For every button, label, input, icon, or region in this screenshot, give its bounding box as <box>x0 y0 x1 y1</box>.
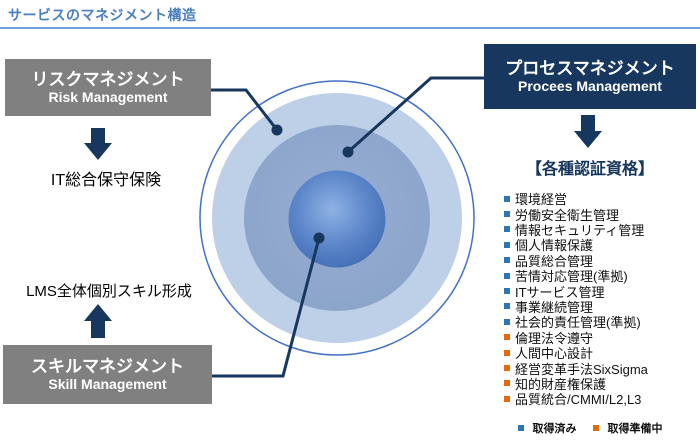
list-item: 事業継続管理 <box>504 299 648 315</box>
status-bullet-icon <box>504 288 510 295</box>
list-item-label: 経営変革手法SixSigma <box>515 361 648 377</box>
status-legend: 取得済み 取得準備中 <box>484 420 696 436</box>
up-arrow-icon <box>84 304 112 338</box>
status-bullet-icon <box>504 211 510 218</box>
list-item: 情報セキュリティ管理 <box>504 222 648 238</box>
list-item: 品質総合管理 <box>504 253 648 269</box>
arrow-shaft <box>581 115 595 132</box>
arrow-head <box>84 143 112 160</box>
arrow-shaft <box>91 128 105 144</box>
list-item-label: 労働安全衛生管理 <box>515 207 620 223</box>
acquired-bullet-icon <box>517 425 524 431</box>
arrow-head <box>84 304 112 321</box>
list-item: ITサービス管理 <box>504 283 648 300</box>
list-item: 人間中心設計 <box>504 345 648 362</box>
status-bullet-icon <box>504 334 510 341</box>
list-item-label: 苦情対応管理(準拠) <box>515 269 628 285</box>
certifications-heading: 【各種認証資格】 <box>525 161 654 178</box>
risk-junction-dot <box>271 124 283 136</box>
list-item: 苦情対応管理(準拠) <box>504 268 648 285</box>
skill-connector-line <box>212 237 321 378</box>
arrow-head <box>574 131 602 148</box>
status-bullet-icon <box>504 303 510 310</box>
status-bullet-icon <box>504 395 510 402</box>
list-item: 知的財産権保護 <box>504 376 648 392</box>
legend-item-preparing: 取得準備中 <box>592 420 663 436</box>
list-item: 倫理法令遵守 <box>504 330 648 346</box>
status-bullet-icon <box>504 272 510 279</box>
status-bullet-icon <box>504 318 510 325</box>
risk-outcome-label: IT総合保守保険 <box>50 172 162 189</box>
risk-title-ja: リスクマネジメント <box>31 70 185 90</box>
risk-title-en: Risk Management <box>48 89 168 106</box>
process-junction-dot <box>342 146 354 158</box>
skill-junction-dot <box>313 232 325 244</box>
list-item-label: ITサービス管理 <box>515 284 605 300</box>
list-item: 品質統合/CMMI/L2,L3 <box>504 391 648 408</box>
skill-outcome-label: LMS全体個別スキル形成 <box>26 283 192 300</box>
legend-label: 取得準備中 <box>607 423 663 435</box>
list-item-label: 品質統合/CMMI/L2,L3 <box>515 392 642 408</box>
process-connector-line <box>347 76 484 154</box>
list-item-label: 知的財産権保護 <box>515 376 607 392</box>
risk-connector-line <box>211 88 279 131</box>
list-item-label: 倫理法令遵守 <box>515 330 594 346</box>
status-bullet-icon <box>504 226 510 233</box>
header-rule <box>0 0 700 29</box>
status-bullet-icon <box>504 241 510 248</box>
list-item-label: 事業継続管理 <box>515 299 594 315</box>
skill-title-en: Skill Management <box>48 376 167 393</box>
process-title-ja: プロセスマネジメント <box>505 59 675 79</box>
legend-item-acquired: 取得済み <box>517 420 577 436</box>
page-title: サービスのマネジメント構造 <box>8 7 197 23</box>
list-item: 社会的責任管理(準拠) <box>504 314 648 331</box>
status-bullet-icon <box>504 380 510 387</box>
list-item: 環境経営 <box>504 191 648 208</box>
down-arrow-icon <box>574 115 602 148</box>
risk-management-box: リスクマネジメント Risk Management <box>5 59 211 116</box>
list-item: 個人情報保護 <box>504 237 648 254</box>
list-item-label: 環境経営 <box>515 192 568 208</box>
status-bullet-icon <box>504 364 510 371</box>
down-arrow-icon <box>84 128 112 160</box>
skill-management-box: スキルマネジメント Skill Management <box>3 345 212 404</box>
certifications-list: 環境経営 労働安全衛生管理 情報セキュリティ管理 個人情報保護 品質総合管理 苦… <box>504 191 648 408</box>
list-item-label: 人間中心設計 <box>515 346 594 362</box>
status-bullet-icon <box>504 257 510 264</box>
skill-management-core <box>288 170 386 268</box>
status-bullet-icon <box>504 349 510 356</box>
list-item: 労働安全衛生管理 <box>504 206 648 223</box>
list-item-label: 社会的責任管理(準拠) <box>515 315 641 331</box>
legend-label: 取得済み <box>532 423 577 435</box>
arrow-shaft <box>91 320 105 338</box>
process-title-en: Procees Management <box>518 78 662 95</box>
list-item-label: 品質総合管理 <box>515 253 594 269</box>
process-management-box: プロセスマネジメント Procees Management <box>484 44 696 109</box>
preparing-bullet-icon <box>592 425 599 431</box>
list-item-label: 情報セキュリティ管理 <box>515 222 645 238</box>
skill-title-ja: スキルマネジメント <box>31 357 184 377</box>
list-item: 経営変革手法SixSigma <box>504 360 648 377</box>
list-item-label: 個人情報保護 <box>515 238 594 254</box>
status-bullet-icon <box>504 195 510 202</box>
